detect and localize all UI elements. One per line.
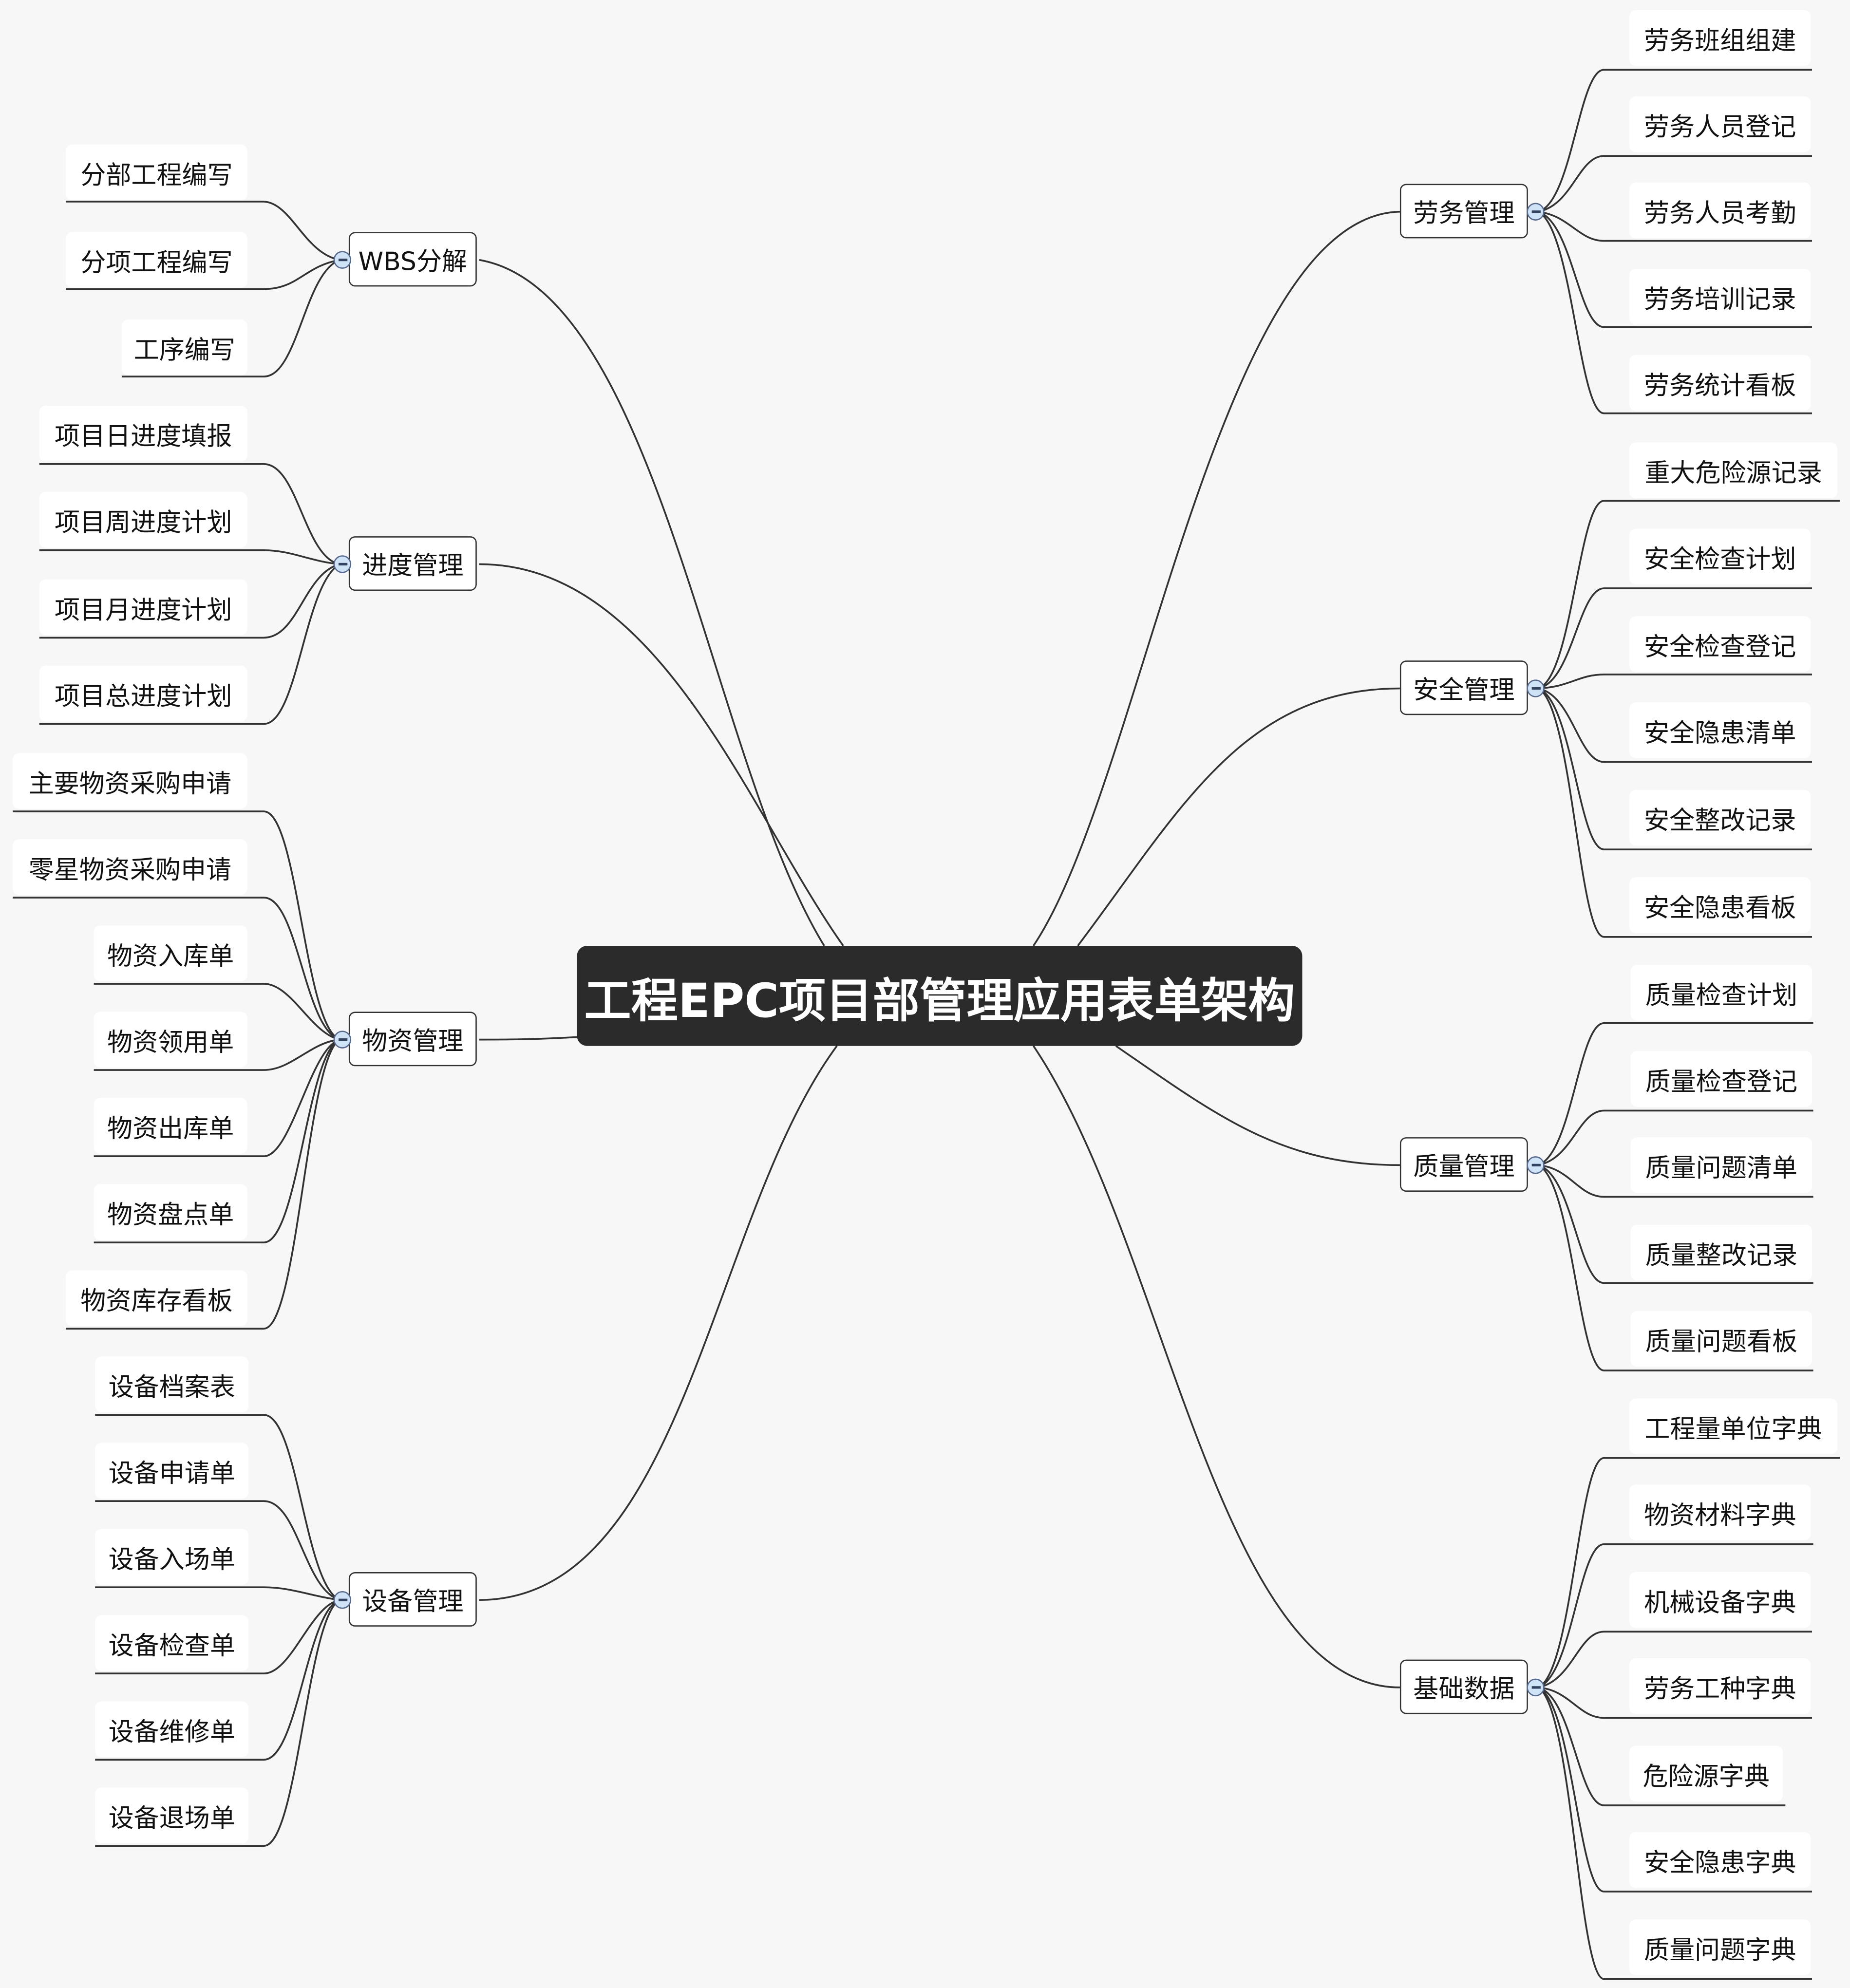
leaf-item[interactable]: 安全隐患看板 bbox=[1629, 877, 1811, 933]
leaf-item[interactable]: 物资材料字典 bbox=[1629, 1484, 1811, 1540]
leaf-item[interactable]: 安全检查计划 bbox=[1629, 528, 1811, 585]
leaf-item[interactable]: 质量问题清单 bbox=[1630, 1137, 1812, 1193]
leaf-item[interactable]: 劳务人员登记 bbox=[1629, 96, 1811, 152]
leaf-item[interactable]: 质量问题字典 bbox=[1629, 1919, 1811, 1975]
leaf-item[interactable]: 项目日进度填报 bbox=[39, 406, 247, 462]
leaf-item[interactable]: 劳务工种字典 bbox=[1629, 1658, 1811, 1714]
leaf-item[interactable]: 质量检查计划 bbox=[1630, 965, 1812, 1021]
collapse-minus-icon[interactable] bbox=[333, 1031, 352, 1049]
leaf-item[interactable]: 机械设备字典 bbox=[1629, 1572, 1811, 1628]
leaf-item[interactable]: 物资入库单 bbox=[94, 925, 247, 981]
leaf-item[interactable]: 工序编写 bbox=[121, 319, 247, 375]
collapse-minus-icon[interactable] bbox=[333, 555, 352, 573]
leaf-item[interactable]: 设备退场单 bbox=[95, 1787, 249, 1844]
leaf-item[interactable]: 分部工程编写 bbox=[66, 144, 247, 201]
leaf-item[interactable]: 设备入场单 bbox=[95, 1529, 249, 1585]
leaf-item[interactable]: 设备检查单 bbox=[95, 1615, 249, 1671]
leaf-item[interactable]: 物资库存看板 bbox=[66, 1270, 247, 1326]
leaf-item[interactable]: 质量检查登记 bbox=[1630, 1051, 1812, 1107]
collapse-minus-icon[interactable] bbox=[1527, 1678, 1545, 1697]
leaf-item[interactable]: 质量问题看板 bbox=[1630, 1311, 1812, 1367]
leaf-item[interactable]: 物资出库单 bbox=[94, 1098, 247, 1154]
branch-labor[interactable]: 劳务管理 bbox=[1399, 184, 1528, 239]
branch-equipment[interactable]: 设备管理 bbox=[348, 1572, 477, 1627]
leaf-item[interactable]: 安全整改记录 bbox=[1629, 789, 1811, 846]
leaf-item[interactable]: 项目月进度计划 bbox=[39, 579, 247, 636]
collapse-minus-icon[interactable] bbox=[333, 251, 352, 269]
leaf-item[interactable]: 质量整改记录 bbox=[1630, 1224, 1812, 1281]
branch-safety[interactable]: 安全管理 bbox=[1399, 660, 1528, 715]
leaf-item[interactable]: 零星物资采购申请 bbox=[13, 839, 247, 895]
leaf-item[interactable]: 危险源字典 bbox=[1629, 1745, 1783, 1802]
collapse-minus-icon[interactable] bbox=[1527, 1156, 1545, 1174]
leaf-item[interactable]: 劳务培训记录 bbox=[1629, 268, 1811, 325]
leaf-item[interactable]: 设备维修单 bbox=[95, 1701, 249, 1758]
leaf-item[interactable]: 项目周进度计划 bbox=[39, 492, 247, 548]
branch-basic-data[interactable]: 基础数据 bbox=[1399, 1659, 1528, 1714]
leaf-item[interactable]: 劳务统计看板 bbox=[1629, 355, 1811, 411]
collapse-minus-icon[interactable] bbox=[1527, 679, 1545, 697]
leaf-item[interactable]: 劳务人员考勤 bbox=[1629, 182, 1811, 239]
leaf-item[interactable]: 设备档案表 bbox=[95, 1356, 249, 1412]
branch-schedule[interactable]: 进度管理 bbox=[348, 536, 477, 591]
leaf-item[interactable]: 安全隐患字典 bbox=[1629, 1832, 1811, 1888]
collapse-minus-icon[interactable] bbox=[333, 1591, 352, 1609]
central-topic[interactable]: 工程EPC项目部管理应用表单架构 bbox=[577, 945, 1303, 1046]
collapse-minus-icon[interactable] bbox=[1527, 203, 1545, 221]
leaf-item[interactable]: 分项工程编写 bbox=[66, 232, 247, 288]
leaf-item[interactable]: 重大危险源记录 bbox=[1629, 442, 1838, 499]
leaf-item[interactable]: 物资领用单 bbox=[94, 1012, 247, 1068]
leaf-item[interactable]: 设备申请单 bbox=[95, 1443, 249, 1499]
leaf-item[interactable]: 物资盘点单 bbox=[94, 1184, 247, 1240]
leaf-item[interactable]: 安全隐患清单 bbox=[1629, 702, 1811, 758]
leaf-item[interactable]: 安全检查登记 bbox=[1629, 616, 1811, 672]
leaf-item[interactable]: 项目总进度计划 bbox=[39, 665, 247, 722]
branch-quality[interactable]: 质量管理 bbox=[1399, 1137, 1528, 1192]
leaf-item[interactable]: 主要物资采购申请 bbox=[13, 753, 247, 809]
branch-materials[interactable]: 物资管理 bbox=[348, 1012, 477, 1067]
leaf-item[interactable]: 劳务班组组建 bbox=[1629, 10, 1811, 66]
branch-wbs[interactable]: WBS分解 bbox=[348, 232, 477, 287]
leaf-item[interactable]: 工程量单位字典 bbox=[1629, 1398, 1838, 1454]
